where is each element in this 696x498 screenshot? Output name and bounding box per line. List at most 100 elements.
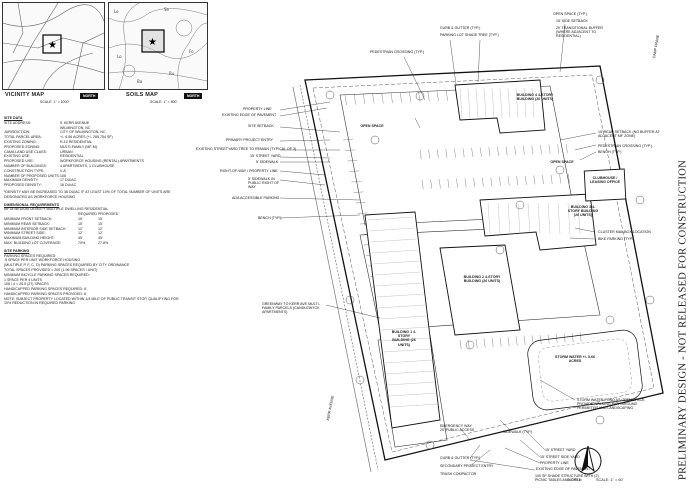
kerr-avenue-edge-2 [292, 86, 372, 473]
drawing-line [445, 148, 448, 158]
drawing-line [373, 260, 420, 265]
site-data-value: WORKFORCE HOUSING (RENTAL) APARTMENTS [60, 159, 144, 164]
site-data-row: JURISDICTION:CITY OF WILMINGTON, NC [4, 130, 184, 135]
callout-stormwater: STORM WATER POND AS OPEN SPACE, PROVIDE … [577, 398, 646, 411]
dimensional-cell: REQUIRED [78, 212, 97, 217]
svg-text:Le: Le [114, 9, 119, 14]
tree-symbol [495, 245, 505, 255]
site-data-row: EXISTING USE:RESIDENTIAL [4, 154, 184, 159]
drawing-line [475, 87, 479, 119]
drawing-line [539, 334, 542, 345]
drawing-line [523, 335, 526, 346]
drawing-line [439, 179, 441, 189]
callout-street-yard-bottom: 15' STREET YARD [545, 448, 576, 452]
drawing-line [369, 227, 415, 232]
site-data-value: RESIDENTIAL [60, 154, 84, 159]
callout-emergency: EMERGENCY WAY 20' PUBLIC ACCESS [440, 424, 475, 433]
drawing-line [547, 202, 551, 235]
site-data-row: NUMBER OF BUILDINGS:4 APARTMENTS, 1 CLUB… [4, 164, 184, 169]
site-data-key: TOTAL PARCEL AREA: [4, 135, 42, 140]
callout-curb-gutter-bottom: CURB & GUTTER (TYP.) [440, 456, 481, 460]
parking-note-line: MINIMUM BICYCLE PARKING SPACES REQUIRED: [4, 272, 90, 277]
callout-shade-structure: 100 SF SHADE STRUCTURE WITH (2) PICNIC T… [535, 474, 599, 483]
callout-bench: BENCH (TYP.) [258, 216, 282, 220]
drawing-line [386, 370, 435, 375]
drawing-line [409, 92, 412, 103]
vicinity-map-title: VICINITY MAP [5, 92, 45, 98]
stormwater-pond [527, 329, 643, 411]
drawing-line [497, 202, 501, 235]
callout-curb-gutter: CURB & GUTTER (TYP.) [440, 26, 481, 30]
site-data-key: PROPOSED USE: [4, 159, 34, 164]
drawing-line [353, 191, 364, 193]
site-data-key: JURISDICTION: [4, 130, 31, 135]
drawing-line [382, 337, 430, 342]
drawing-line [566, 144, 568, 154]
plan-scale: SCALE: 1" = 60' [596, 478, 624, 482]
drawing-line [507, 176, 510, 186]
parking-note-line: PARKING SPACES REQUIRED: [4, 253, 57, 258]
buildings [364, 79, 627, 429]
drawing-line [345, 149, 356, 151]
drawing-line [473, 177, 475, 187]
drawing-line [344, 94, 347, 106]
drawing-line [377, 293, 424, 298]
callout-side-setback-top: 15' SIDE SETBACK [556, 19, 588, 23]
drawing-line [482, 177, 484, 187]
building-4-outline [454, 79, 546, 134]
dimensional-cell: 12' [78, 231, 83, 236]
drawing-line [517, 202, 521, 235]
drawing-line [428, 149, 430, 159]
drawing-line [579, 332, 582, 342]
stormwater-label: STORM WATER +/- 0.66 ACRES [555, 355, 595, 364]
callout-street-tree: EXISTING STREETYARD TREE TO REMAIN (TYPI… [196, 147, 297, 151]
drawing-line [550, 174, 553, 184]
callout-edge-pavement-bottom: EXISTING EDGE OF PAVEMENT [536, 467, 591, 471]
parking-note-line: (MULTIPLE P, F, C, O) PARKING SPACES REQ… [4, 263, 130, 268]
building-1-label: BUILDING 1 4-STORY BUILDING (26 UNITS) [391, 330, 417, 347]
tree-symbol [425, 440, 435, 450]
drawing-line [467, 339, 470, 349]
drawing-line [531, 145, 534, 155]
drawing-line [491, 87, 495, 119]
drawing-line [559, 174, 561, 184]
callout-street-side-yard: 15' STREET SIDE YARD [540, 455, 580, 459]
density-note: *DENSITY MAY BE INCREASED TO 36 DU/AC IF… [4, 189, 171, 199]
site-data-heading: SITE DATA [4, 116, 23, 120]
drawing-line [499, 176, 501, 186]
parking-notes: PARKING SPACES REQUIRED: .5 SPACE PER UN… [4, 254, 184, 307]
open-space-label-a: OPEN SPACE [360, 124, 384, 128]
drawing-line [459, 87, 463, 119]
drawing-line [480, 147, 482, 157]
drawing-line [374, 271, 421, 276]
drawing-line [347, 160, 358, 162]
north-label: NORTH [568, 478, 582, 482]
callout-property-line-bottom: PROPERTY LINE [540, 461, 569, 465]
site-data-row: SITE ADDRESS:5. KERR AVENUE [4, 121, 184, 126]
drawing-line [378, 304, 426, 309]
svg-text:Fo: Fo [189, 49, 194, 54]
kerr-avenue-edge [299, 84, 379, 471]
drawing-line [537, 202, 541, 235]
drawing-line [525, 175, 527, 185]
dimensional-cell: 12' [78, 226, 83, 231]
drawing-line [483, 338, 486, 348]
property-boundary [304, 65, 664, 461]
soils-map-title: SOILS MAP [126, 92, 159, 98]
drawing-line [357, 212, 368, 214]
dimensional-heading: DIMENSIONAL REQUIREMENTS [4, 202, 60, 207]
drawing-line [523, 87, 527, 119]
clubhouse-label: CLUBHOUSE / LEASING OFFICE [589, 176, 621, 185]
drawing-line [383, 348, 432, 353]
drawing-line [456, 178, 458, 188]
drawing-line [436, 90, 439, 102]
callout-pedestrian-top: PEDESTRIAN CROSSING (TYP.) [370, 50, 425, 54]
soils-north-badge: NORTH [184, 93, 203, 99]
tree-symbol [465, 340, 475, 350]
dimensional-cell: 27.8% [98, 240, 109, 245]
building-2-outline [439, 244, 521, 336]
drawing-line [354, 94, 356, 105]
callout-property-line: PROPERTY LINE [243, 107, 272, 111]
parking-note-line: 1 SPACE PER 4 UNITS [4, 277, 43, 282]
